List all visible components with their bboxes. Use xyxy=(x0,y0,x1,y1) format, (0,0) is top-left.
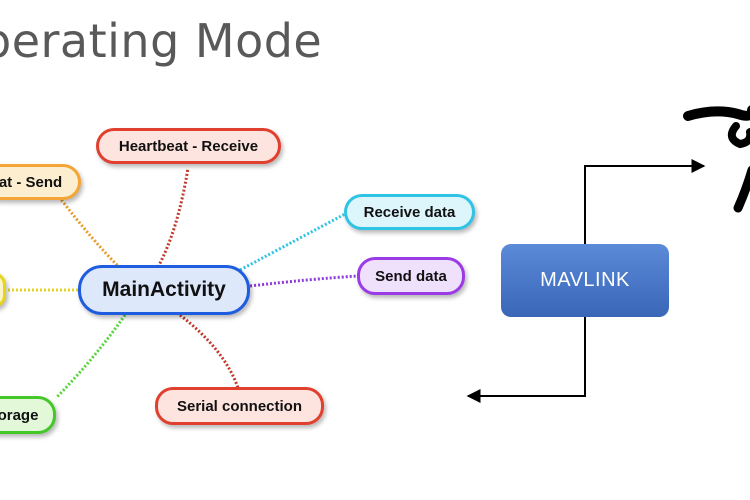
node-send-data: Send data xyxy=(357,257,465,295)
node-serial-connection: Serial connection xyxy=(155,387,324,425)
connector-heartbeat-send xyxy=(58,197,122,270)
slide-title: perating Mode xyxy=(0,14,323,68)
node-heartbeat-receive: Heartbeat - Receive xyxy=(96,128,281,164)
connector-serial-connection xyxy=(179,313,240,389)
node-heartbeat-send: at - Send xyxy=(0,164,81,200)
mavlink-box: MAVLINK xyxy=(501,244,669,317)
drone-icon xyxy=(683,105,750,213)
connector-send-data xyxy=(249,274,359,288)
node-storage: orage xyxy=(0,396,56,434)
arrow-to-drone xyxy=(584,159,706,244)
arrow-to-app xyxy=(466,317,586,403)
connector-receive-data xyxy=(239,212,346,272)
connector-storage xyxy=(54,314,127,400)
connector-heartbeat-receive xyxy=(156,167,190,268)
node-main-activity: MainActivity xyxy=(78,265,250,315)
node-receive-data: Receive data xyxy=(344,194,475,230)
